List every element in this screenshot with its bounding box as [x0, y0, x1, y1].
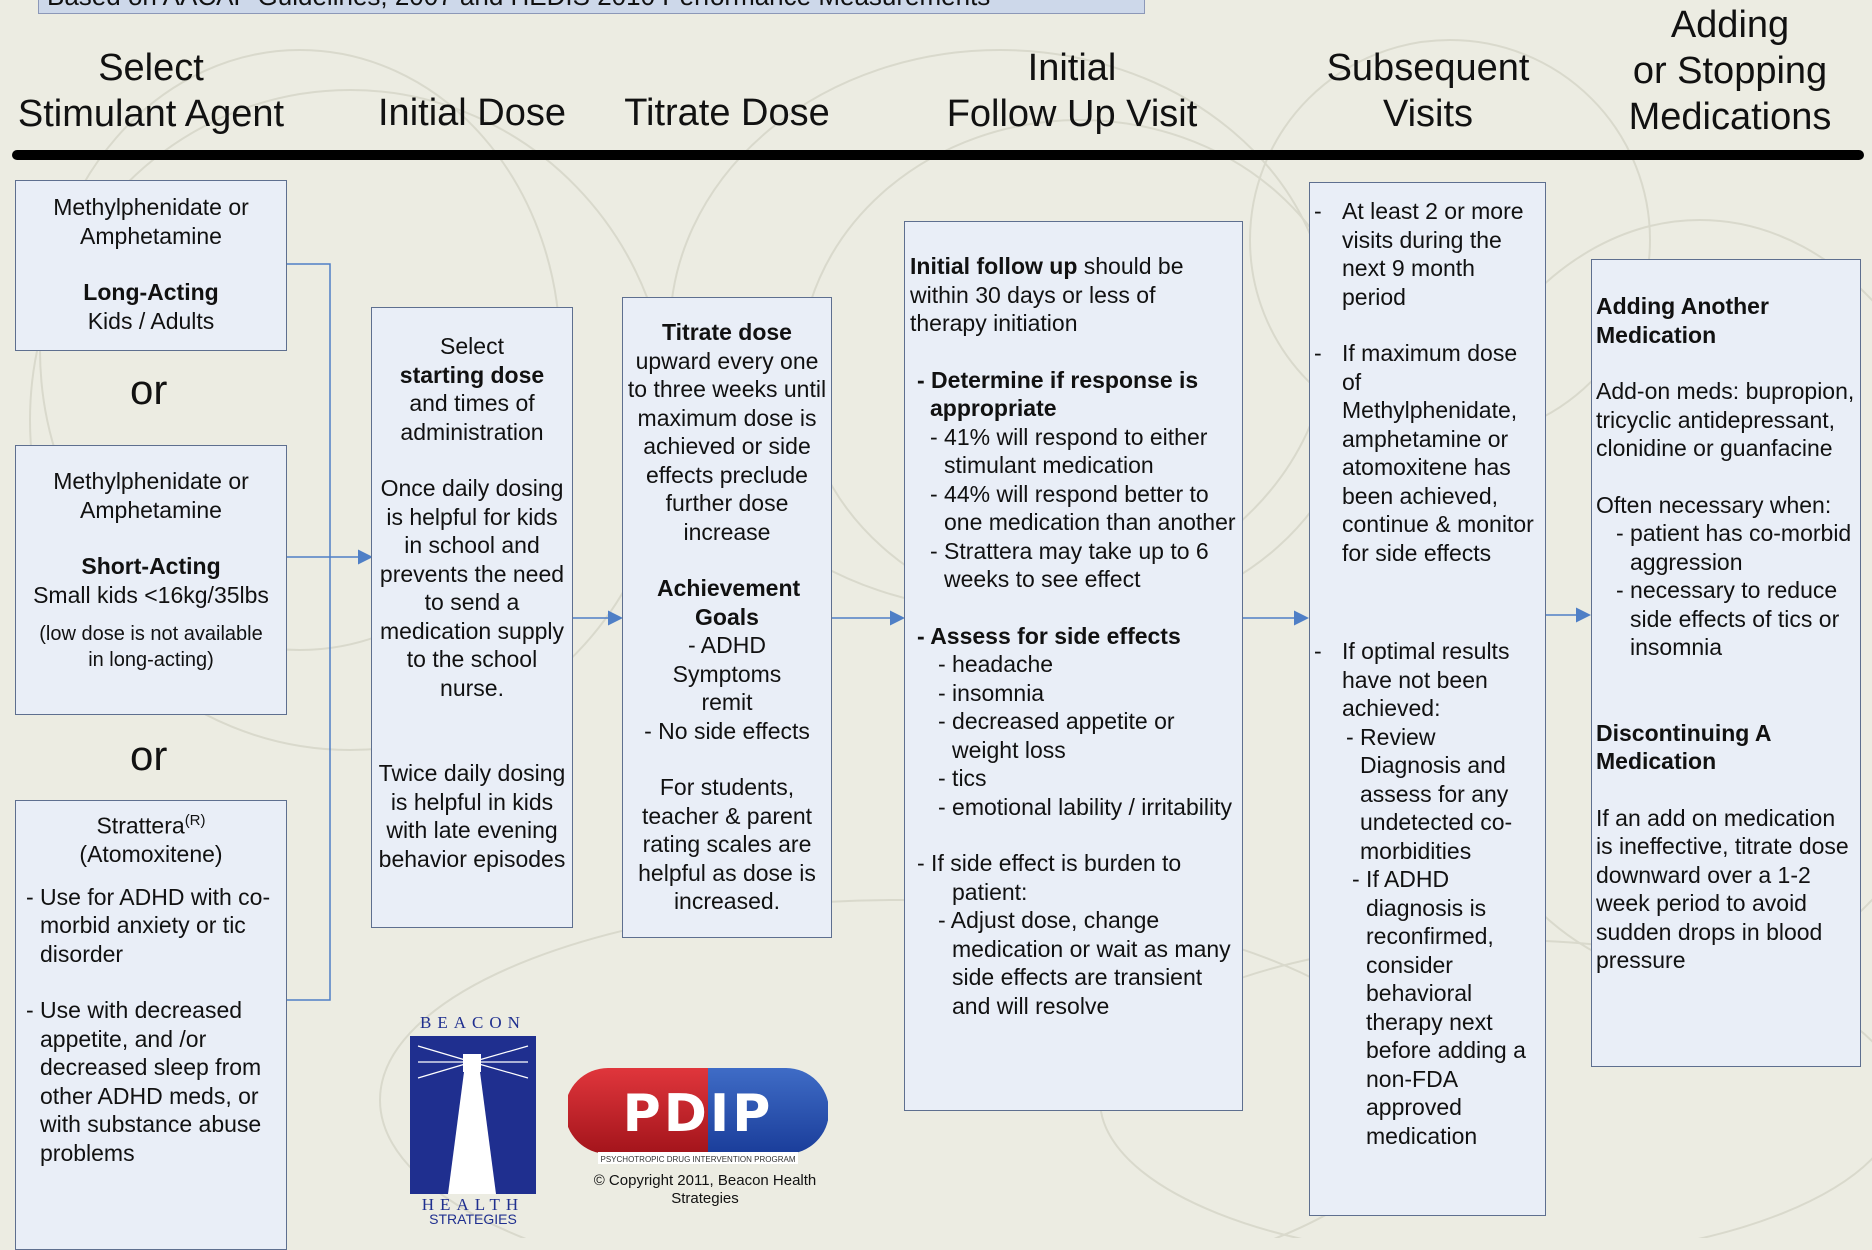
strattera-use-1: - Use for ADHD with co-morbid anxiety or… [26, 883, 271, 967]
necessary-aggression: - patient has co-morbid aggression [1616, 520, 1852, 575]
response-item-1: - 41% will respond to either stimulant m… [930, 423, 1208, 479]
pdip-caption-band [598, 1152, 798, 1164]
long-acting-label: Long-Acting [83, 279, 219, 305]
header-select-agent: Select Stimulant Agent [17, 47, 285, 135]
subsequent-visits-count: At least 2 or more visits during the nex… [1342, 198, 1524, 310]
side-effect-burden-action: - Adjust dose, change medication or wait… [938, 907, 1231, 1019]
header-adding-stopping: Adding or Stopping Medications [1628, 4, 1832, 138]
short-acting-note: (low dose is not available in long-actin… [39, 623, 263, 671]
registered-mark: (R) [184, 812, 206, 829]
necessary-side-effects: - necessary to reduce side effects of ti… [1616, 577, 1840, 660]
header-initial-followup: Initial Follow Up Visit [946, 47, 1198, 135]
copyright-text: © Copyright 2011, Beacon Health Strategi… [593, 1172, 817, 1207]
initial-dose-starting: starting dose [399, 361, 545, 388]
strattera-use-2: - Use with decreased appetite, and /or d… [26, 997, 262, 1166]
initial-dose-once-daily: Once daily dosing is helpful for kids in… [379, 475, 565, 701]
subsequent-max-dose: If maximum dose of Methylphenidate, amph… [1342, 340, 1534, 566]
pdip-logo-text: PDIP [623, 1084, 774, 1144]
source-banner: Based on AACAP Guidelines, 2007 and HEDI… [38, 0, 1145, 14]
beacon-logo: BEACON HEALTH STRATEGIES [408, 1010, 538, 1227]
pdip-red-shape [565, 1068, 708, 1154]
followup-intro-bold: Initial follow up [910, 253, 1078, 279]
goal-symptoms: - ADHD Symptoms remit [672, 632, 782, 715]
or-label-2: or [130, 732, 168, 779]
response-item-2: - 44% will respond better to one medicat… [930, 480, 1236, 536]
short-acting-population: Small kids <16kg/35lbs [33, 581, 269, 608]
initial-followup-box: Initial follow up should be within 30 da… [904, 221, 1243, 1111]
beacon-logo-top-text: BEACON [420, 1013, 526, 1032]
header-subsequent-visits: Subsequent Visits [1326, 47, 1530, 135]
source-banner-text: Based on AACAP Guidelines, 2007 and HEDI… [47, 0, 990, 12]
subsequent-review-diagnosis: - Review Diagnosis and assess for any un… [1346, 723, 1513, 864]
long-acting-box: Methylphenidate or Amphetamine Long-Acti… [15, 180, 287, 351]
titrate-heading: Titrate dose [662, 319, 792, 345]
lighthouse-lamp-icon [463, 1054, 481, 1072]
side-effect-3: - decreased appetite or weight loss [938, 708, 1175, 763]
bullet-dash-2: - [1314, 340, 1322, 366]
assess-side-effects-heading: - Assess for side effects [917, 622, 1181, 649]
side-effect-burden-heading: - If side effect is burden to patient: [917, 850, 1182, 905]
beacon-logo-strategies: STRATEGIES [429, 1211, 517, 1225]
strattera-name: Strattera [96, 812, 185, 839]
determine-response-heading: - Determine if response is appropriate [917, 366, 1199, 422]
subsequent-optimal-results: If optimal results have not been achieve… [1342, 638, 1510, 721]
bullet-dash-1: - [1314, 198, 1322, 224]
followup-intro: should be within 30 days or less of ther… [910, 253, 1184, 336]
side-effect-1: - headache [938, 651, 1054, 677]
header-titrate-dose: Titrate Dose [624, 92, 830, 134]
often-necessary: Often necessary when: [1596, 491, 1832, 518]
addon-meds: Add-on meds: bupropion, tricyclic antide… [1596, 378, 1855, 461]
rating-scales-text: For students, teacher & parent rating sc… [638, 774, 816, 914]
subsequent-reconfirmed: - If ADHD diagnosis is reconfirmed, cons… [1352, 866, 1526, 1149]
adding-medication-heading: Adding Another Medication [1596, 293, 1769, 348]
goal-side-effects: - No side effects [644, 717, 810, 744]
strattera-generic: (Atomoxitene) [79, 841, 223, 868]
achievement-goals-heading: Achievement Goals [657, 575, 801, 630]
pdip-logo: PDIP PSYCHOTROPIC DRUG INTERVENTION PROG… [565, 1066, 829, 1166]
side-effect-2: - insomnia [938, 679, 1045, 706]
initial-dose-twice-daily: Twice daily dosing is helpful in kids wi… [378, 760, 566, 872]
header-divider [12, 150, 1864, 160]
side-effect-4: - tics [938, 765, 987, 791]
side-effect-5: - emotional lability / irritability [938, 793, 1232, 820]
response-item-3: - Strattera may take up to 6 weeks to se… [930, 537, 1209, 593]
initial-dose-box: Select starting dose and times of admini… [371, 307, 573, 928]
subsequent-visits-box: - At least 2 or more visits during the n… [1309, 182, 1546, 1216]
short-acting-label: Short-Acting [81, 553, 221, 579]
pdip-blue-shape [708, 1068, 829, 1154]
long-acting-population: Kids / Adults [87, 307, 215, 334]
or-label-1: or [130, 366, 168, 413]
header-initial-dose: Initial Dose [378, 92, 566, 134]
short-acting-box: Methylphenidate or Amphetamine Short-Act… [15, 445, 287, 715]
beacon-logo-health: HEALTH [422, 1195, 524, 1214]
bullet-dash-3: - [1314, 638, 1322, 664]
discontinuing-heading: Discontinuing A Medication [1596, 719, 1771, 775]
titrate-dose-box: Titrate dose upward every one to three w… [622, 297, 832, 938]
strattera-box: Strattera(R) (Atomoxitene) - Use for ADH… [15, 800, 287, 1250]
long-acting-drug: Methylphenidate or Amphetamine [53, 194, 249, 249]
initial-dose-select: Select [440, 333, 504, 359]
adding-stopping-box: Adding Another Medication Add-on meds: b… [1591, 259, 1861, 1067]
lighthouse-icon [448, 1072, 496, 1194]
titrate-text: upward every one to three weeks until ma… [627, 347, 827, 545]
short-acting-drug: Methylphenidate or Amphetamine [53, 468, 249, 523]
initial-dose-times: and times of administration [400, 390, 544, 445]
pdip-caption: PSYCHOTROPIC DRUG INTERVENTION PROGRAM [601, 1155, 796, 1164]
discontinuing-text: If an add on medication is ineffective, … [1596, 804, 1849, 974]
